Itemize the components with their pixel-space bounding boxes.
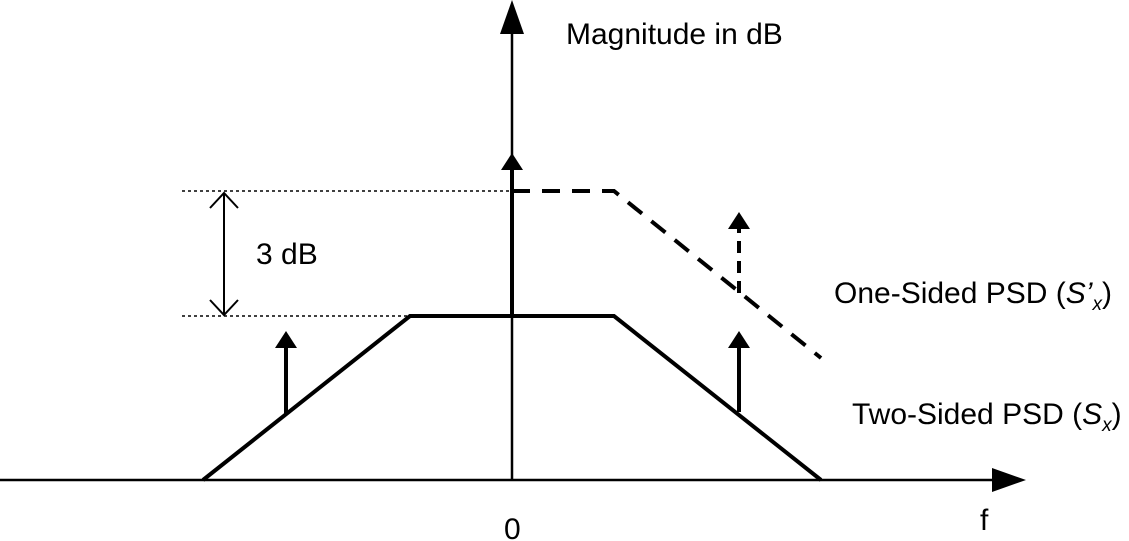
two-sided-psd-label-main: Two-Sided PSD ( bbox=[852, 398, 1082, 431]
gap-dimension-arrow-bottom bbox=[209, 299, 239, 317]
two-sided-psd-label-close: ) bbox=[1112, 398, 1122, 431]
frequency-axis-arrowhead bbox=[992, 468, 1026, 492]
gap-label: 3 dB bbox=[256, 238, 318, 271]
dc-impulse-arrowhead bbox=[501, 153, 523, 170]
frequency-axis-label: f bbox=[980, 504, 989, 537]
two-sided-psd-label-subscript: x bbox=[1101, 415, 1113, 436]
left-tone-impulse-arrowhead bbox=[275, 331, 297, 348]
one-sided-psd-curve bbox=[512, 189, 823, 360]
two-sided-psd-label-symbol: S bbox=[1082, 398, 1102, 431]
one-sided-psd-label: One-Sided PSD (S’x) bbox=[834, 277, 1112, 315]
one-sided-psd-label-symbol: S’ bbox=[1066, 277, 1094, 310]
one-sided-psd-label-main: One-Sided PSD ( bbox=[834, 277, 1066, 310]
one-sided-tone-impulse-arrowhead bbox=[728, 212, 750, 229]
magnitude-axis-arrowhead bbox=[500, 0, 524, 34]
origin-label: 0 bbox=[504, 513, 521, 541]
right-tone-impulse-arrowhead bbox=[728, 331, 750, 348]
one-sided-psd-label-close: ) bbox=[1102, 277, 1112, 310]
one-sided-psd-label-subscript: x bbox=[1091, 294, 1103, 315]
gap-dimension-arrow-top bbox=[209, 191, 239, 209]
magnitude-axis-label: Magnitude in dB bbox=[566, 18, 783, 51]
two-sided-psd-label: Two-Sided PSD (Sx) bbox=[852, 398, 1122, 436]
